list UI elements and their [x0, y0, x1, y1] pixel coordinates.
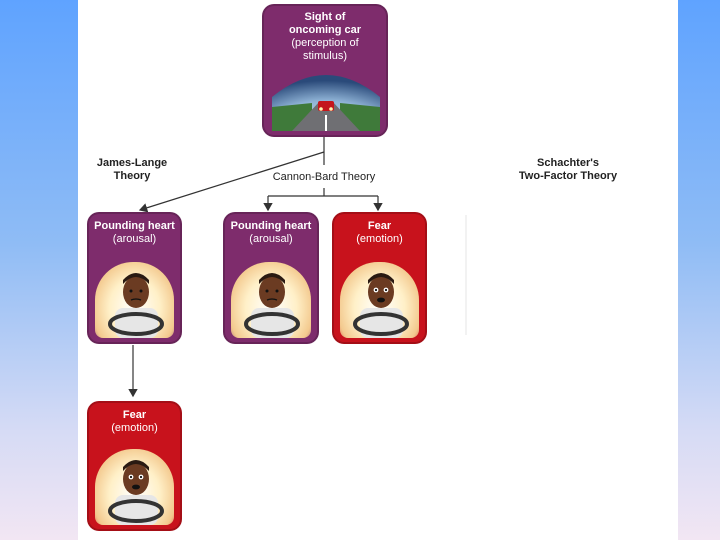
- jl-emotion-sub: (emotion): [111, 422, 158, 434]
- cb-arousal-scene: [231, 262, 311, 338]
- stimulus-sub-2: stimulus): [302, 50, 347, 62]
- schachter-heading: Schachter's Two-Factor Theory: [498, 157, 638, 183]
- jl-emotion-box: Fear (emotion): [87, 401, 182, 531]
- slide: Sight of oncoming car (perception of sti…: [78, 0, 678, 540]
- cb-emotion-title: Fear: [367, 220, 392, 232]
- flow-arrows: [128, 136, 467, 398]
- cb-arousal-sub: (arousal): [249, 233, 293, 245]
- arrow-to-jl-arousal: [138, 151, 325, 213]
- schachter-heading-line2: Two-Factor Theory: [518, 170, 618, 182]
- driver-afraid-icon: [353, 273, 409, 338]
- cb-arousal-box: Pounding heart (arousal): [223, 212, 319, 344]
- jl-arousal-box: Pounding heart (arousal): [87, 212, 182, 344]
- jl-arousal-scene: [95, 262, 174, 338]
- driver-calm-icon: [108, 273, 164, 338]
- cb-emotion-sub: (emotion): [356, 233, 403, 245]
- driver-afraid-icon: [108, 460, 164, 525]
- cb-arousal-title: Pounding heart: [230, 220, 312, 232]
- jl-emotion-title: Fear: [122, 409, 147, 421]
- stimulus-title-1: Sight of: [304, 11, 346, 23]
- jl-arousal-sub: (arousal): [112, 233, 157, 245]
- stimulus-title-2: oncoming car: [288, 24, 362, 36]
- cannon-bard-heading: Cannon-Bard Theory: [272, 171, 376, 183]
- james-lange-heading-line2: Theory: [113, 170, 151, 182]
- cb-emotion-box: Fear (emotion): [332, 212, 427, 344]
- james-lange-heading: James-Lange Theory: [82, 157, 182, 183]
- james-lange-heading-line1: James-Lange: [96, 157, 168, 169]
- cb-emotion-scene: [340, 262, 419, 338]
- stimulus-box: Sight of oncoming car (perception of sti…: [262, 4, 388, 137]
- jl-emotion-scene: [95, 449, 174, 525]
- schachter-heading-line1: Schachter's: [537, 157, 599, 169]
- driver-calm-icon: [244, 273, 300, 338]
- stimulus-sub-1: (perception of: [291, 37, 359, 49]
- night-road-illustration: [272, 75, 380, 131]
- jl-arousal-title: Pounding heart: [94, 220, 175, 232]
